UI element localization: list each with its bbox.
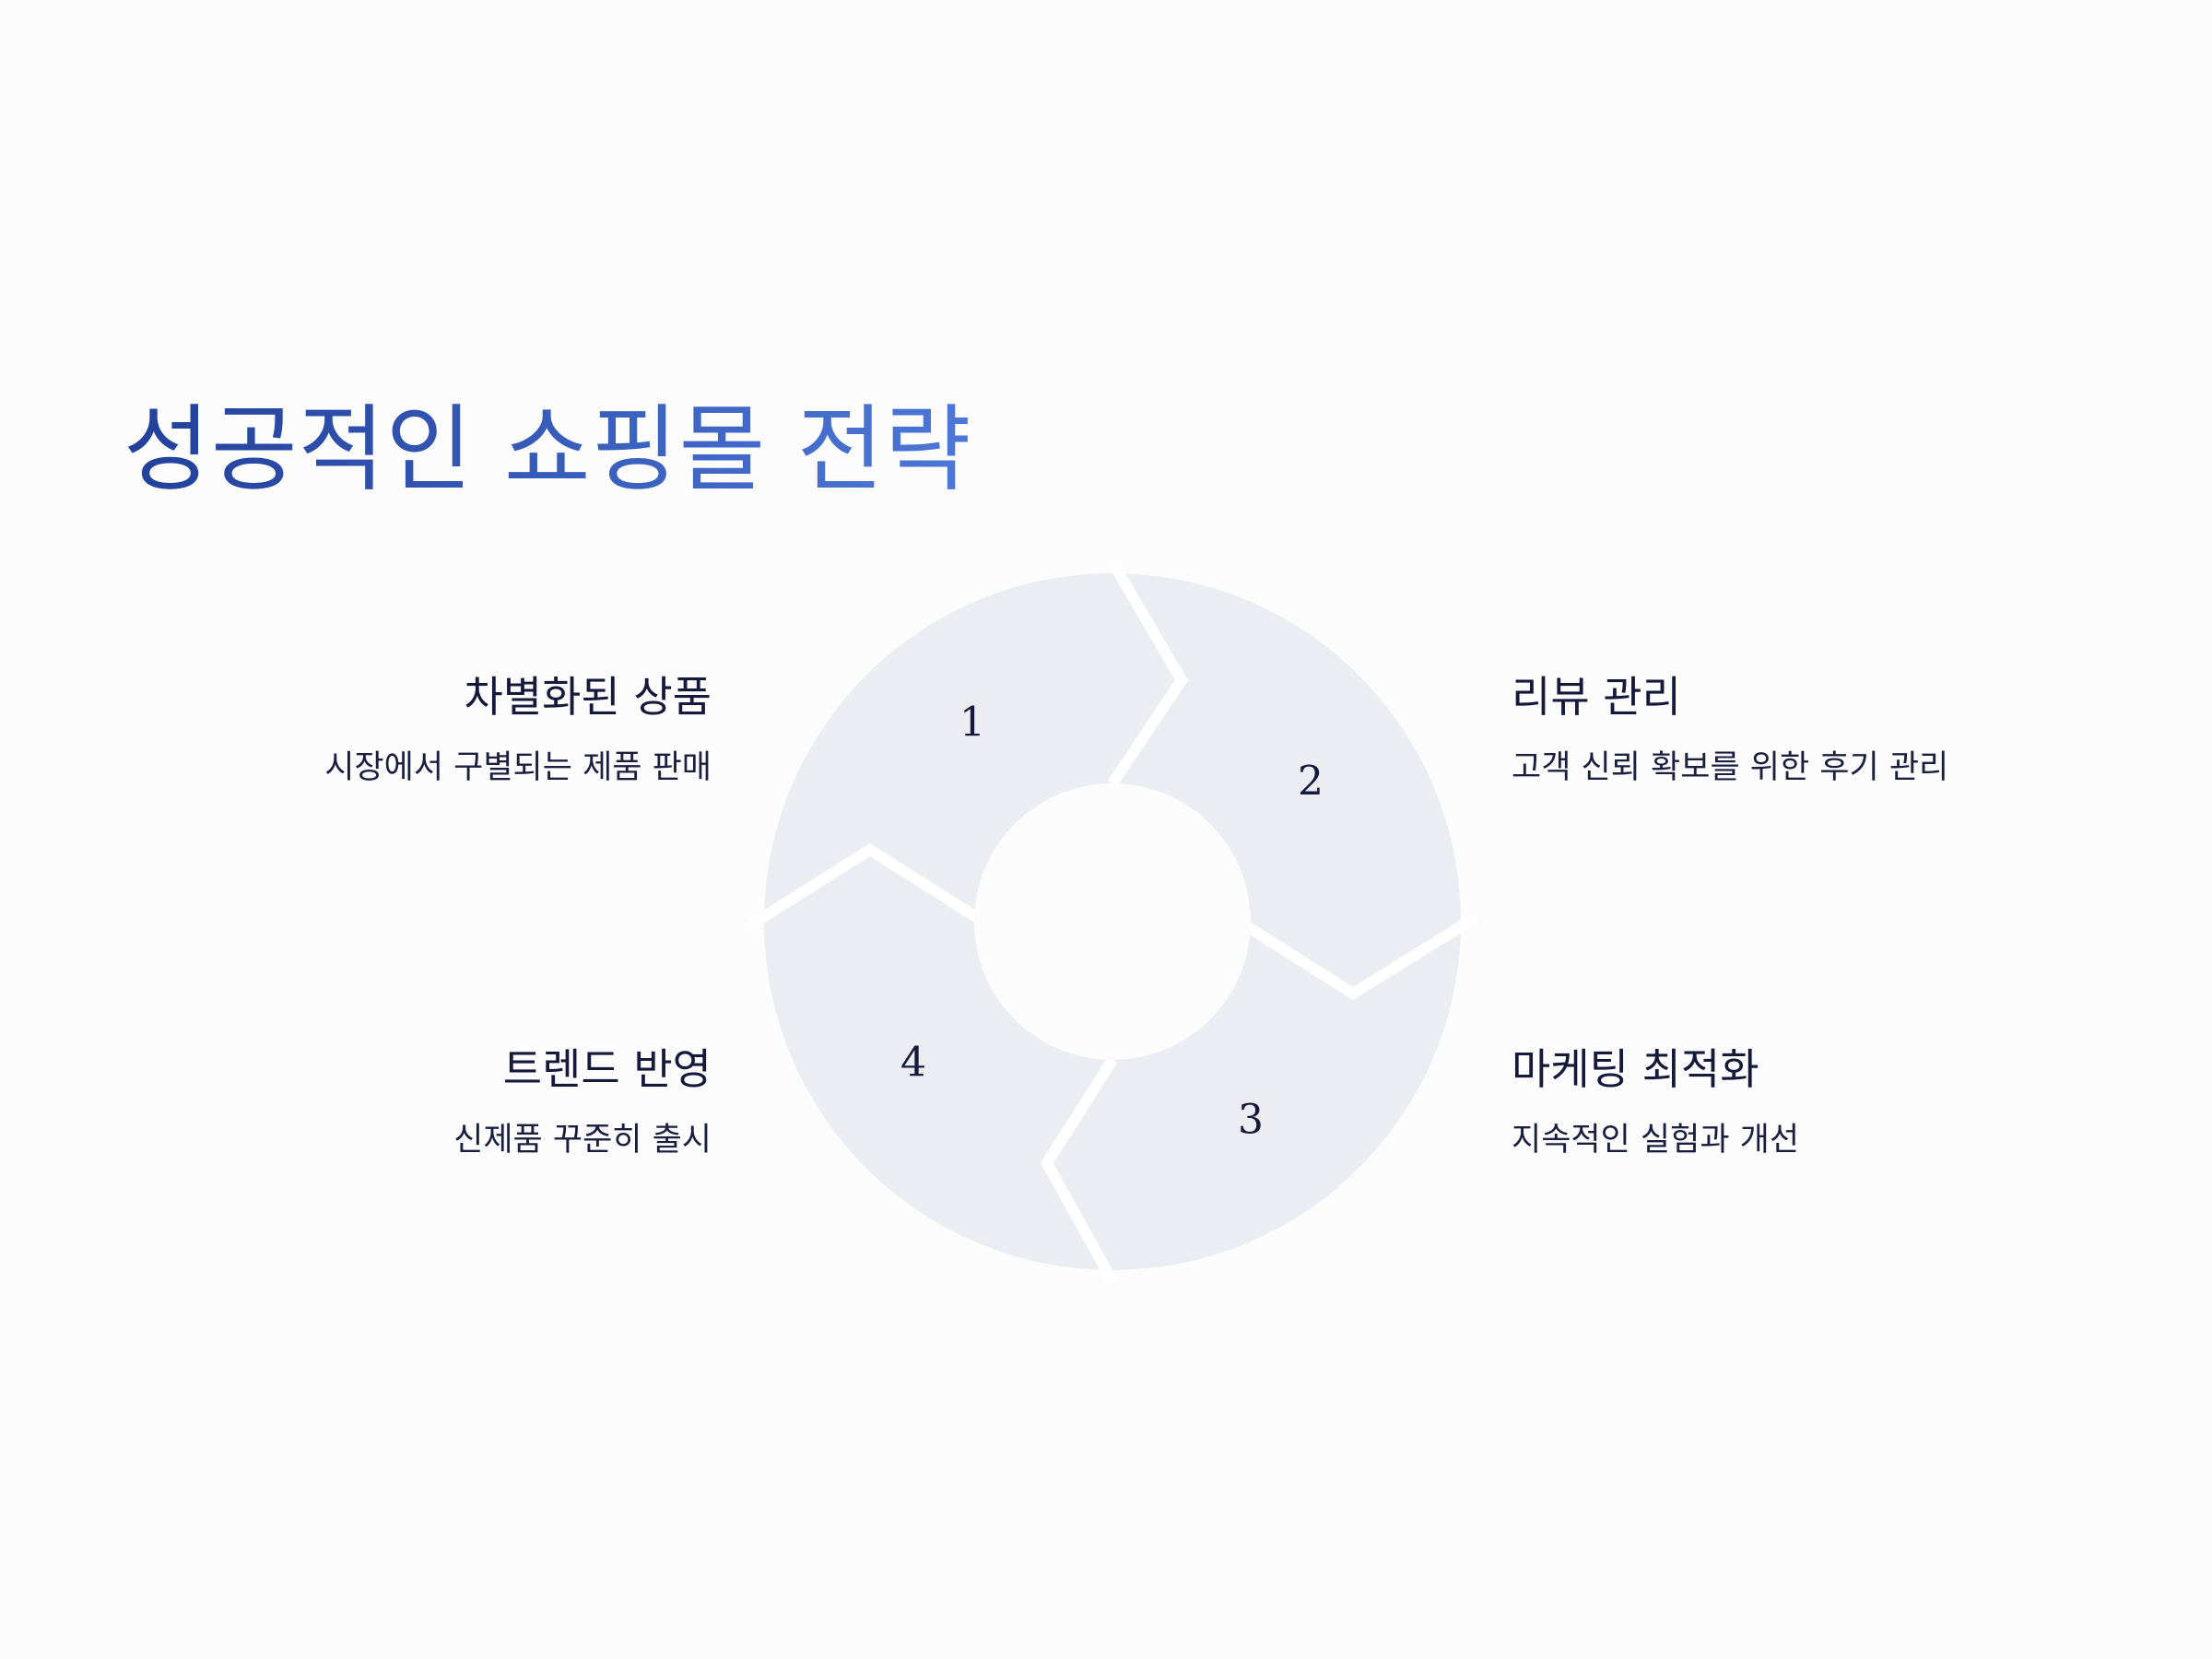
separator-top — [1107, 559, 1189, 787]
step-title-4: 트렌드 반영 — [502, 1044, 712, 1094]
page-title: 성공적인 쇼핑몰 전략 — [124, 394, 971, 507]
cycle-ring — [764, 573, 1461, 1270]
step-title-2: 리뷰 관리 — [1512, 672, 1681, 722]
separator-left — [747, 842, 987, 931]
step-description-1: 시장에서 구별되는 제품 판매 — [324, 749, 712, 786]
step-description-2: 고객 신뢰 확보를 위한 후기 관리 — [1512, 749, 1949, 786]
step-block-1: 차별화된 상품 시장에서 구별되는 제품 판매 — [85, 669, 712, 789]
step-description-3: 지속적인 실험과 개선 — [1512, 1122, 1800, 1159]
segment-number-3: 3 — [1238, 1097, 1264, 1144]
segment-number-2: 2 — [1298, 759, 1324, 806]
segment-number-1: 1 — [959, 700, 985, 747]
step-block-3: 마케팅 최적화 지속적인 실험과 개선 — [1512, 1041, 2138, 1161]
separator-right — [1236, 912, 1478, 1001]
step-block-2: 리뷰 관리 고객 신뢰 확보를 위한 후기 관리 — [1512, 669, 2138, 789]
step-title-1: 차별화된 상품 — [464, 672, 712, 722]
step-description-4: 신제품 꾸준히 출시 — [453, 1122, 712, 1159]
step-block-4: 트렌드 반영 신제품 꾸준히 출시 — [85, 1041, 712, 1161]
segment-number-4: 4 — [900, 1040, 926, 1087]
separator-bottom — [1041, 1056, 1118, 1284]
step-title-3: 마케팅 최적화 — [1512, 1044, 1759, 1094]
